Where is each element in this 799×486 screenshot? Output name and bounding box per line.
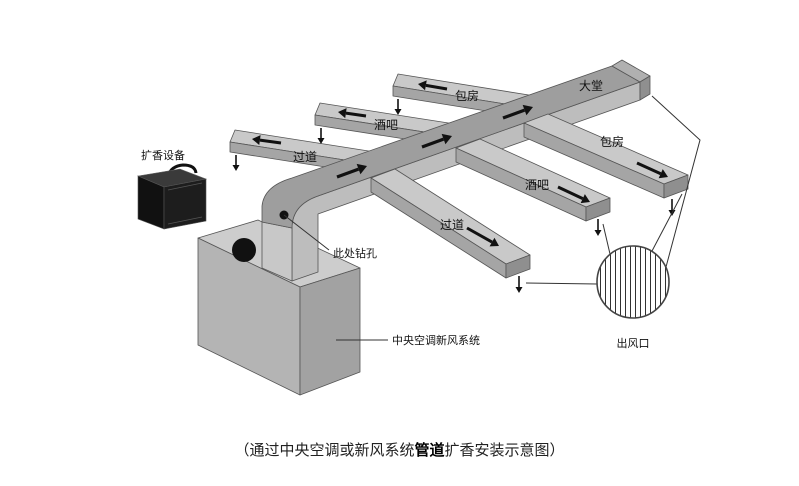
outlet-down-arrow-head [232, 165, 240, 171]
branch-bar-front-end [585, 197, 611, 222]
ac-unit-side [299, 267, 361, 396]
duct-diagram: 扩香设备 包房 大堂 酒吧 过道 包房 酒吧 过道 此处钻孔 中央空调新风系统 … [136, 59, 701, 396]
system-label: 中央空调新风系统 [392, 333, 480, 347]
main-duct [261, 59, 651, 282]
bar-back-label: 酒吧 [374, 118, 398, 132]
back-branch-flow-arrow-shaft [345, 111, 367, 118]
back-branch-flow-arrow-head [418, 80, 427, 91]
back-branch-flow-arrow-shaft [259, 138, 282, 145]
device-label: 扩香设备 [141, 148, 185, 162]
front-branch-flow-arrow-shaft [636, 161, 662, 176]
back-branch-flow-arrow [418, 80, 448, 91]
outlet-down-arrow [317, 128, 325, 144]
device-side [163, 178, 207, 230]
drill-leader-line [283, 214, 330, 251]
caption-text-start: （通过中央空调或新风系统 [234, 441, 415, 459]
outlet-down-arrow [394, 99, 402, 115]
outlet-connector-lines [525, 95, 701, 285]
front-branch-flow-arrow-shaft [466, 226, 493, 244]
main-flow-arrow-shaft [421, 137, 445, 149]
grille-rim [596, 245, 670, 319]
back-branch-flow-arrow-head [252, 135, 261, 146]
outlet-label: 出风口 [617, 336, 650, 350]
main-flow-arrow-head [441, 133, 452, 145]
aroma-ball [232, 238, 256, 262]
room-back-label: 包房 [455, 88, 479, 103]
branch-corridor-front-end [505, 254, 531, 279]
back-branch-flow-arrow [252, 135, 282, 146]
main-flow-arrow-shaft [502, 108, 526, 120]
front-branch-flow-arrow-head [580, 194, 590, 204]
corridor-front-label: 过道 [440, 218, 464, 232]
connector-line [525, 282, 598, 285]
front-branch-flow-arrow-shaft [557, 185, 584, 200]
branch-bar-front [455, 138, 611, 222]
front-branch-flow-arrow [466, 226, 499, 247]
drill-label: 此处钻孔 [333, 246, 377, 260]
diffuser-device [136, 163, 208, 230]
figure-caption: （通过中央空调或新风系统管道扩香安装示意图） [0, 440, 799, 460]
main-flow-arrow [502, 104, 533, 120]
room-front-label: 包房 [600, 134, 624, 149]
main-flow-arrow-head [356, 163, 367, 175]
outlet-down-arrow [594, 219, 602, 236]
flow-arrows [232, 80, 676, 293]
caption-text-bold: 管道 [414, 441, 445, 459]
front-branch-flow-arrow-head [489, 237, 499, 247]
front-branch-flow-arrow [636, 161, 668, 179]
connector-line [651, 95, 701, 268]
outlet-down-arrow-head [594, 230, 602, 236]
device-edge-detail [167, 216, 203, 225]
outlet-down-arrow [515, 276, 523, 293]
connector-line [602, 223, 611, 255]
main-flow-arrow [421, 133, 452, 149]
device-edge-detail [167, 182, 203, 191]
lobby-label: 大堂 [579, 79, 603, 93]
air-outlet-grille [597, 246, 669, 318]
front-branch-flow-arrow [557, 185, 590, 204]
main-flow-arrow [336, 163, 367, 179]
back-branch-flow-arrow-shaft [425, 83, 448, 91]
main-flow-arrow-shaft [336, 167, 360, 179]
branch-room-front-end [663, 174, 689, 199]
back-branch-flow-arrow-head [338, 108, 347, 119]
bar-front-label: 酒吧 [525, 178, 549, 192]
caption-text-end: 扩香安装示意图） [444, 441, 565, 459]
main-duct-end-cap [639, 75, 651, 101]
back-branch-flow-arrow [338, 108, 367, 119]
outlet-down-arrow-head [515, 287, 523, 293]
corridor-back-label: 过道 [293, 150, 317, 164]
main-flow-arrow-head [522, 104, 533, 116]
outlet-down-arrow [232, 155, 240, 171]
outlet-down-arrow-head [394, 109, 402, 115]
front-branch-flow-arrow-head [658, 169, 668, 179]
outlet-down-arrow-head [317, 138, 325, 144]
connector-line [651, 193, 683, 252]
